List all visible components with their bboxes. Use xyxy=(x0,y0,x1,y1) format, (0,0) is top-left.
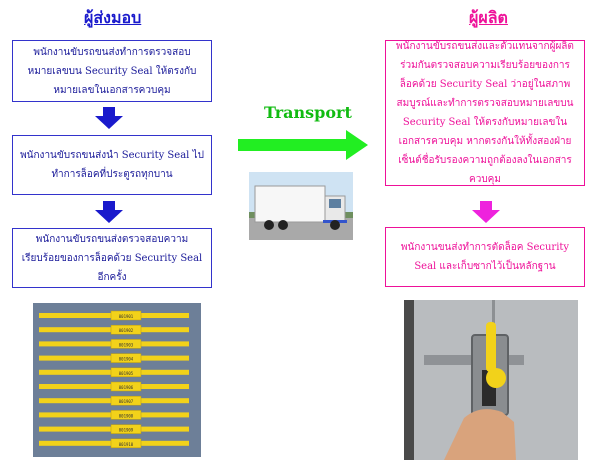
producer-title: ผู้ผลิต xyxy=(469,8,508,27)
security-seal-photo: 001901 001902 001903 001904 001905 001906 0019… xyxy=(33,303,201,457)
arrow-down-icon xyxy=(472,201,500,223)
seal-tag-head xyxy=(110,367,142,378)
seal-lock-photo xyxy=(404,300,578,460)
seal-tag-number: 001902 xyxy=(119,328,134,333)
producer-step-1-text: พนักงานขับรถขนส่งและตัวแทนจากผู้ผลิตร่วม… xyxy=(396,41,574,185)
seal-tag-head xyxy=(110,310,142,321)
seal-tag-number: 001908 xyxy=(119,413,134,418)
seal-tag-head xyxy=(110,339,142,349)
seal-tag-number: 001901 xyxy=(119,314,134,319)
truck-photo xyxy=(249,172,353,240)
seal-tag-head xyxy=(110,395,142,406)
producer-step-2-box: พนักงานขนส่งทำการตัดล็อค Security Seal แ… xyxy=(385,227,585,287)
sender-step-2-box: พนักงานขับรถขนส่งนำ Security Seal ไปทำกา… xyxy=(12,135,212,195)
arrow-right-icon xyxy=(238,130,368,160)
seal-tag-head xyxy=(110,353,142,363)
arrow-down-icon xyxy=(95,201,123,223)
seal-tag-number: 001906 xyxy=(119,385,134,390)
seal-tag-number: 001904 xyxy=(119,357,134,362)
seal-tag-number: 001905 xyxy=(119,371,134,376)
arrow-down-icon xyxy=(95,107,123,129)
producer-step-2-text: พนักงานขนส่งทำการตัดล็อค Security Seal แ… xyxy=(400,242,570,272)
seal-tag-number: 001910 xyxy=(119,442,134,447)
sender-step-3-box: พนักงานขับรถขนส่งตรวจสอบความเรียบร้อยของ… xyxy=(12,228,212,288)
sender-step-1-text: พนักงานขับรถขนส่งทำการตรวจสอบหมายเลขบน S… xyxy=(27,46,197,96)
seal-tag-head xyxy=(110,324,142,335)
seal-tag-number: 001909 xyxy=(119,428,134,433)
sender-step-1-box: พนักงานขับรถขนส่งทำการตรวจสอบหมายเลขบน S… xyxy=(12,40,212,102)
seal-tag-head xyxy=(110,381,142,392)
sender-step-2-text: พนักงานขับรถขนส่งนำ Security Seal ไปทำกา… xyxy=(20,150,204,180)
seal-tag-number: 001903 xyxy=(119,342,134,347)
seal-tag-head xyxy=(110,438,142,449)
seal-tag-head xyxy=(110,410,142,420)
transport-label: Transport xyxy=(264,103,352,122)
sender-title: ผู้ส่งมอบ xyxy=(84,8,142,27)
sender-step-3-text: พนักงานขับรถขนส่งตรวจสอบความเรียบร้อยของ… xyxy=(21,233,203,283)
seal-tag-number: 001907 xyxy=(119,399,134,404)
seal-tag-head xyxy=(110,424,142,434)
producer-step-1-box: พนักงานขับรถขนส่งและตัวแทนจากผู้ผลิตร่วม… xyxy=(385,40,585,186)
